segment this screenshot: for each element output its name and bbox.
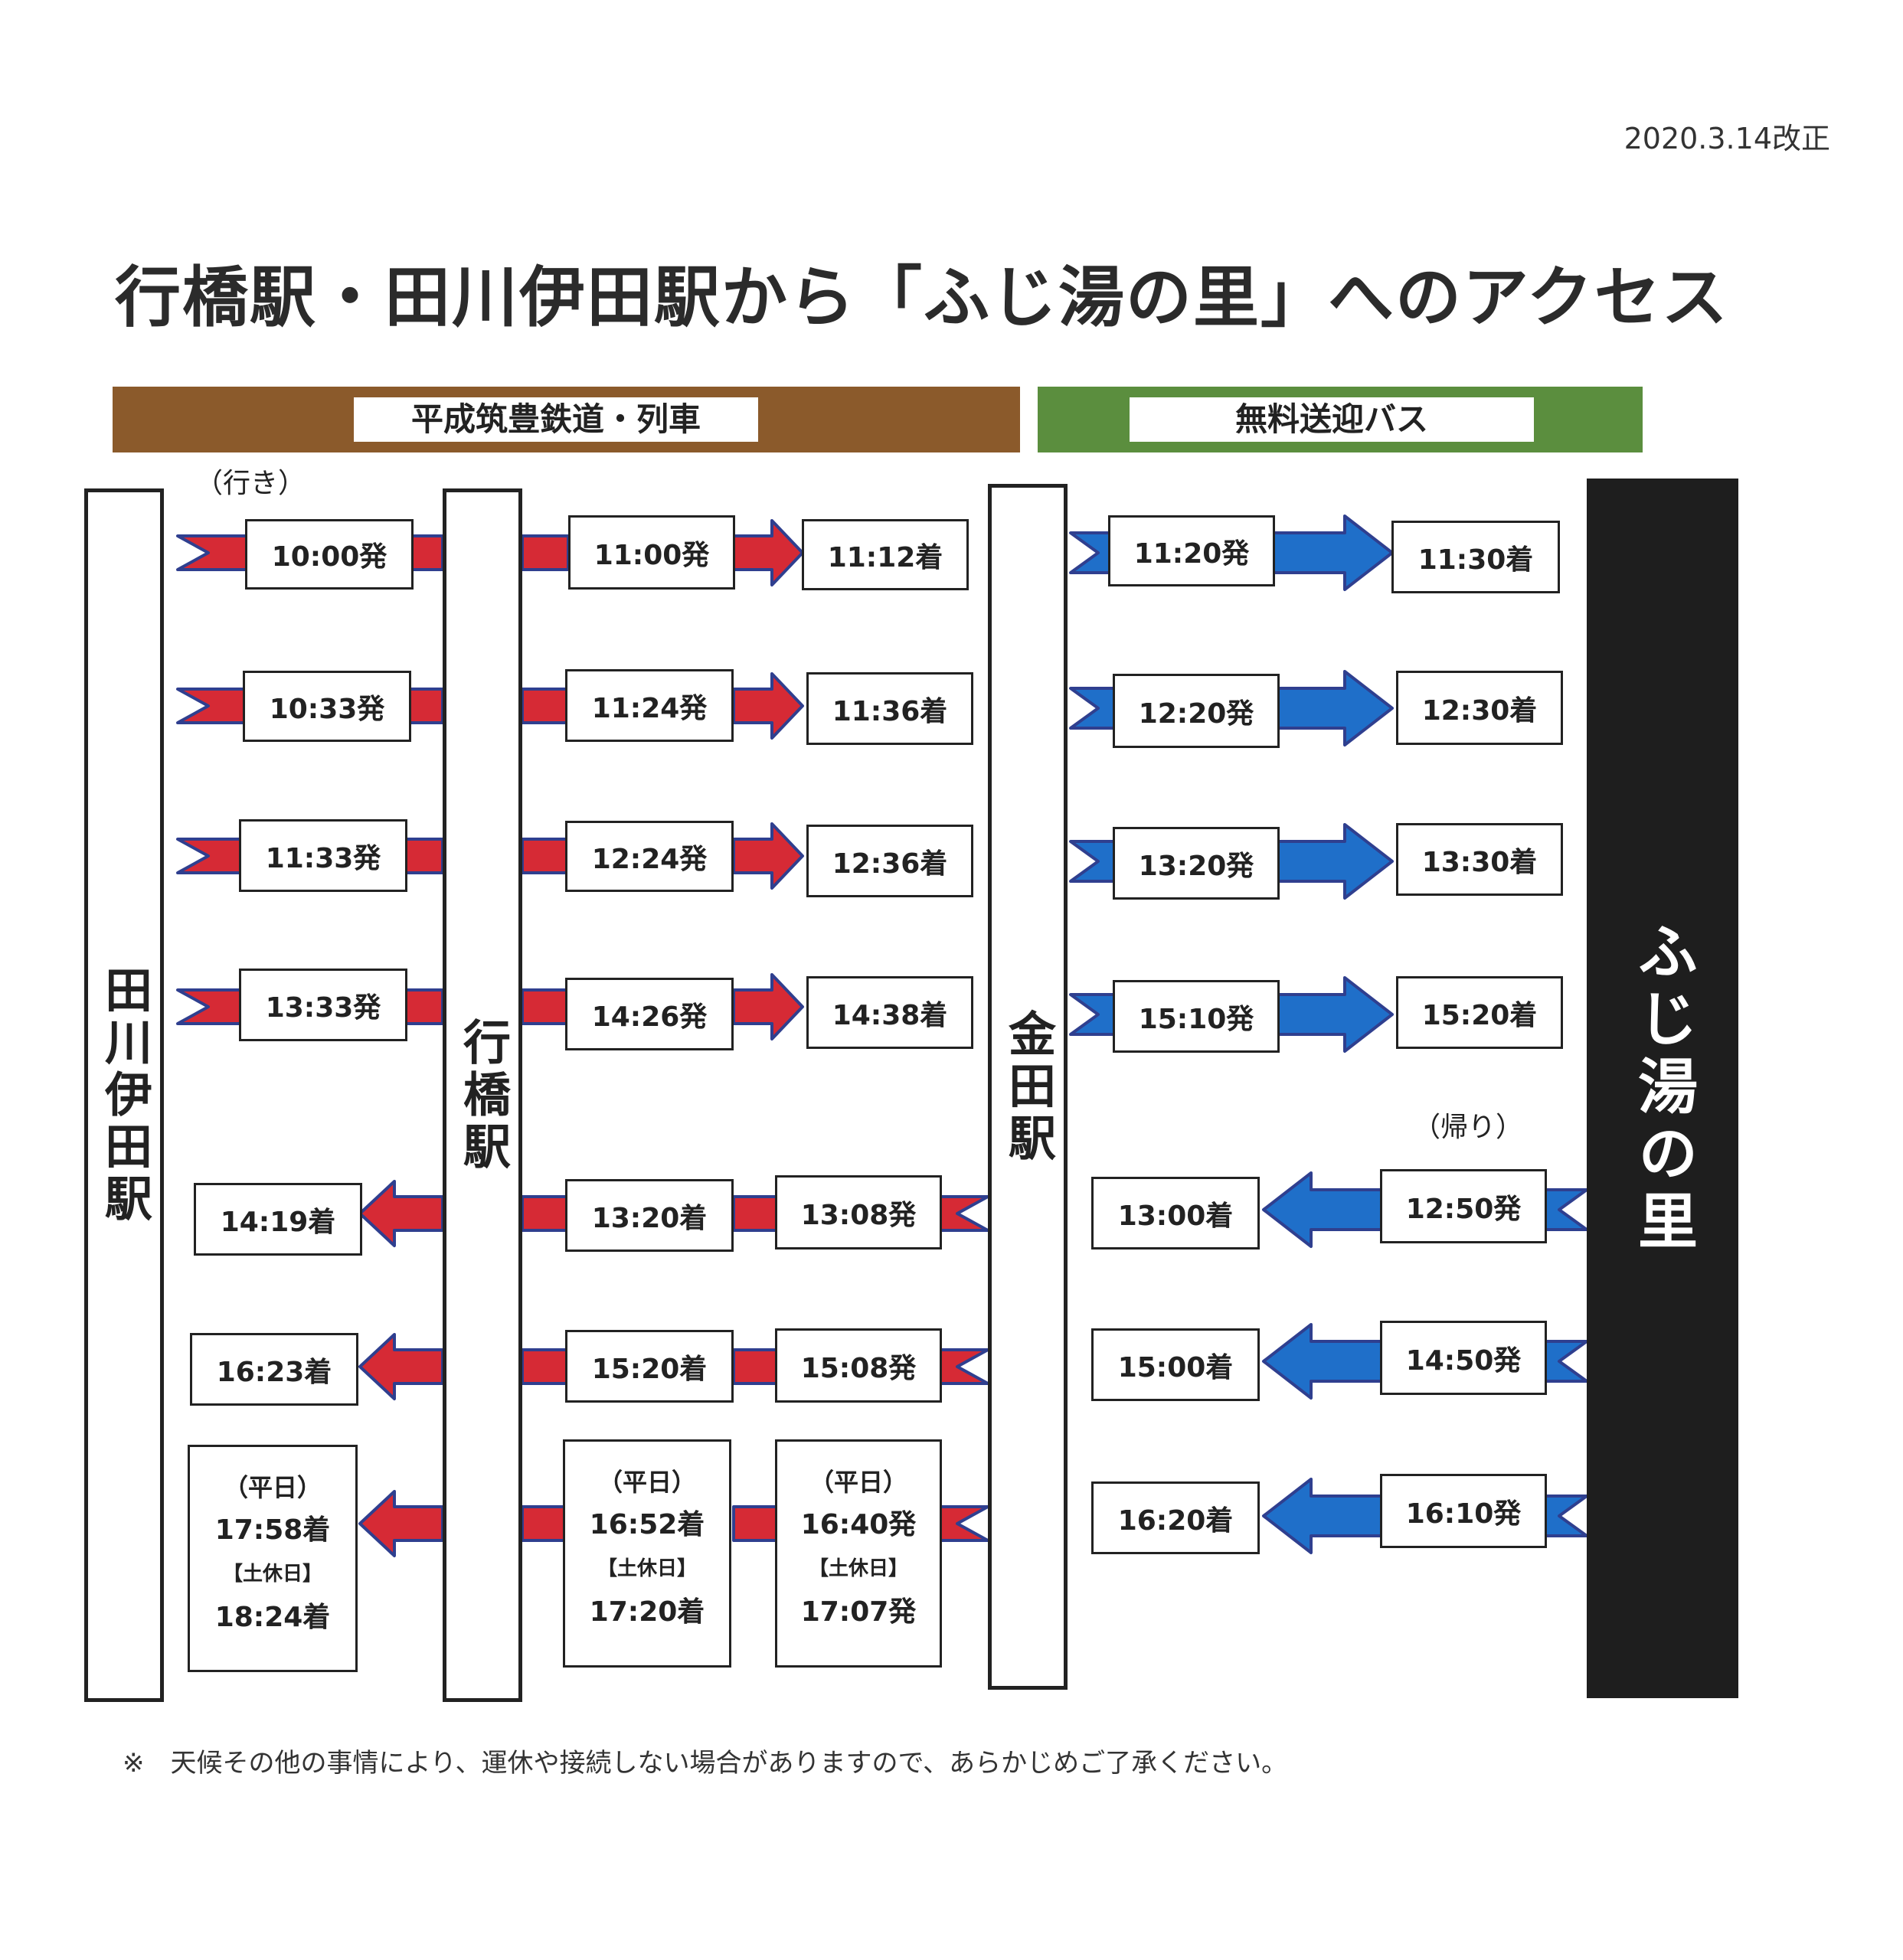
return-yukuhashi-arrival: 15:20着 — [565, 1330, 734, 1403]
outbound-yukuhashi-departure: 11:24発 — [565, 669, 734, 742]
rail-outbound-arrow — [732, 822, 804, 890]
rail-connector-band — [521, 688, 570, 724]
return-bus-arrival: 16:20着 — [1091, 1481, 1260, 1554]
holiday-label: 【土休日】 — [808, 1557, 908, 1580]
outbound-bus-arrival: 15:20着 — [1396, 976, 1563, 1049]
holiday-label: 【土休日】 — [222, 1563, 322, 1586]
rail-outbound-arrow — [732, 519, 804, 586]
outbound-tagawa-departure: 11:33発 — [239, 819, 407, 892]
return-kaneda-departure: 13:08発 — [775, 1175, 942, 1250]
outbound-tagawa-departure: 13:33発 — [239, 969, 407, 1041]
outbound-kaneda-arrival: 12:36着 — [806, 825, 973, 897]
outbound-kaneda-arrival: 11:12着 — [802, 519, 969, 590]
revision-date: 2020.3.14改正 — [1623, 122, 1830, 155]
rail-return-arrow — [358, 1333, 444, 1400]
holiday-time: 17:07発 — [800, 1596, 917, 1628]
return-yukuhashi-arrival: 13:20着 — [565, 1179, 734, 1252]
weekday-time: 16:40発 — [800, 1509, 917, 1540]
footnote: ※ 天候その他の事情により、運休や接続しない場合がありますので、あらかじめご了承… — [123, 1748, 1288, 1779]
station-fujiyu-no-sato: ふじ湯の里 — [1587, 479, 1738, 1698]
return-tagawa-arrival: 14:19着 — [194, 1183, 362, 1256]
outbound-bus-arrival: 12:30着 — [1396, 671, 1563, 745]
outbound-yukuhashi-departure: 14:26発 — [565, 978, 734, 1050]
return-kaneda-departure: 15:08発 — [775, 1328, 942, 1403]
outbound-bus-arrival: 11:30着 — [1391, 521, 1560, 593]
weekday-time: 16:52着 — [589, 1509, 705, 1540]
holiday-time: 17:20着 — [589, 1596, 705, 1628]
weekday-label: （平日） — [223, 1473, 322, 1502]
station-tagawa-ita-label: 田川伊田駅 — [96, 965, 152, 1226]
outbound-bus-arrival: 13:30着 — [1396, 823, 1563, 896]
rail-header-label: 平成筑豊鉄道・列車 — [354, 397, 758, 442]
return-kaneda-departure-last: （平日） 16:40発 【土休日】 17:07発 — [775, 1439, 942, 1668]
outbound-yukuhashi-departure: 11:00発 — [568, 515, 735, 590]
outbound-tagawa-departure: 10:00発 — [245, 519, 414, 590]
outbound-kaneda-arrival: 14:38着 — [806, 976, 973, 1049]
rail-outbound-arrow — [732, 973, 804, 1040]
holiday-label: 【土休日】 — [597, 1557, 697, 1580]
outbound-bus-departure: 15:10発 — [1113, 980, 1280, 1053]
rail-return-arrow — [358, 1490, 444, 1557]
station-kaneda: 金田駅 — [988, 484, 1068, 1690]
return-bus-departure: 14:50発 — [1380, 1321, 1547, 1395]
return-bus-arrival: 13:00着 — [1091, 1177, 1260, 1250]
rail-connector-band — [521, 838, 570, 874]
outbound-bus-departure: 13:20発 — [1113, 827, 1280, 900]
bus-header-label: 無料送迎バス — [1130, 397, 1534, 442]
rail-outbound-arrow — [732, 672, 804, 740]
rail-connector-band — [521, 534, 570, 571]
rail-connector-band — [521, 1195, 570, 1232]
rail-connector-band — [521, 1505, 570, 1542]
rail-connector-band — [521, 1348, 570, 1385]
outbound-bus-departure: 11:20発 — [1108, 515, 1275, 586]
station-yukuhashi: 行橋駅 — [443, 488, 522, 1702]
return-bus-arrival: 15:00着 — [1091, 1328, 1260, 1401]
return-tagawa-arrival-last: （平日） 17:58着 【土休日】 18:24着 — [188, 1445, 358, 1672]
outbound-yukuhashi-departure: 12:24発 — [565, 821, 734, 892]
station-fujiyu-no-sato-label: ふじ湯の里 — [1628, 920, 1697, 1257]
weekday-label: （平日） — [597, 1468, 696, 1497]
return-bus-departure: 16:10発 — [1380, 1474, 1547, 1548]
outbound-tagawa-departure: 10:33発 — [243, 671, 411, 742]
holiday-time: 18:24着 — [214, 1602, 331, 1633]
weekday-label: （平日） — [809, 1468, 907, 1497]
station-tagawa-ita: 田川伊田駅 — [84, 488, 164, 1702]
return-label: （帰り） — [1413, 1112, 1524, 1143]
return-yukuhashi-arrival-last: （平日） 16:52着 【土休日】 17:20着 — [563, 1439, 731, 1668]
outbound-bus-departure: 12:20発 — [1113, 674, 1280, 748]
outbound-kaneda-arrival: 11:36着 — [806, 672, 973, 745]
return-tagawa-arrival: 16:23着 — [190, 1333, 358, 1406]
station-kaneda-label: 金田駅 — [1000, 1008, 1056, 1165]
outbound-label: （行き） — [195, 468, 306, 499]
weekday-time: 17:58着 — [214, 1514, 331, 1546]
return-bus-departure: 12:50発 — [1380, 1169, 1547, 1243]
rail-return-arrow — [358, 1180, 444, 1247]
rail-connector-band — [521, 988, 570, 1025]
station-yukuhashi-label: 行橋駅 — [455, 1017, 511, 1174]
page-title: 行橋駅・田川伊田駅から「ふじ湯の里」へのアクセス — [115, 260, 1729, 336]
